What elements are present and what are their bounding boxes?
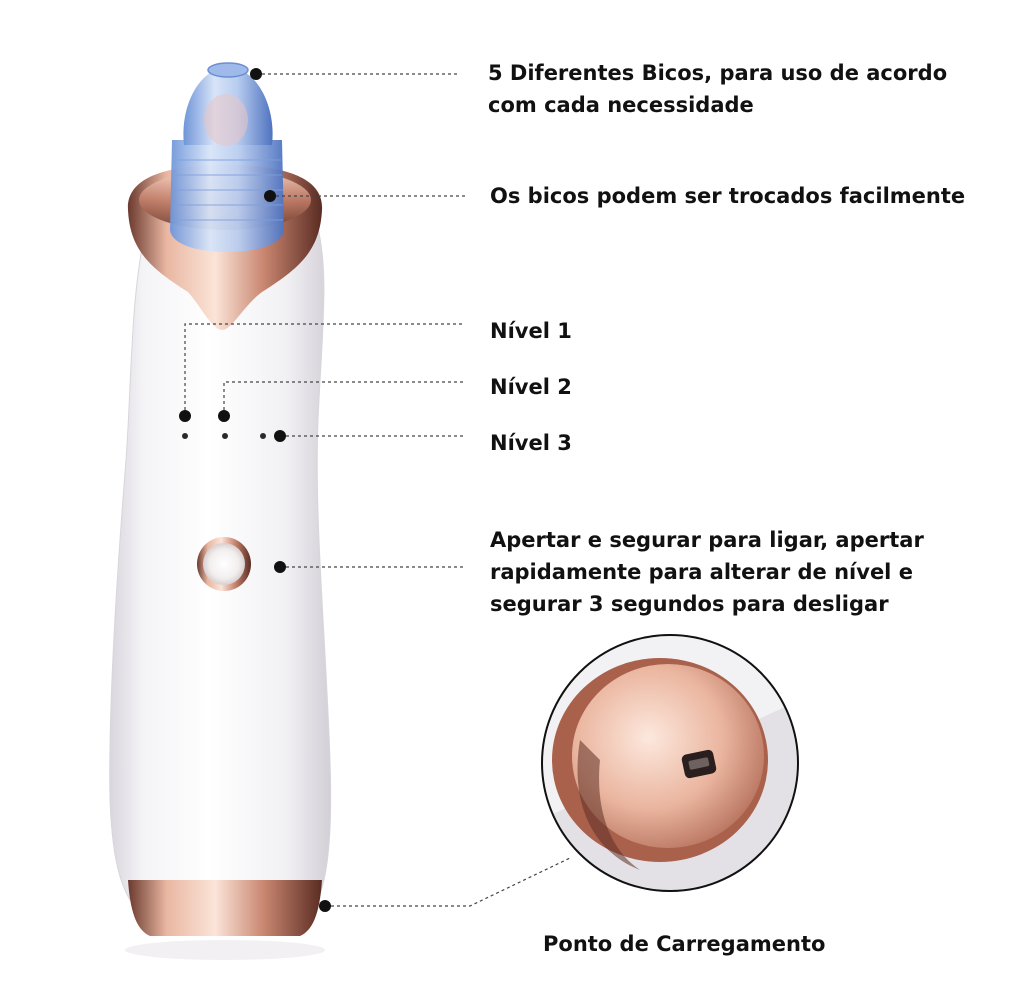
callout-level-3: Nível 3	[490, 431, 572, 455]
charging-closeup-border	[541, 634, 799, 892]
level-2-led	[222, 433, 228, 439]
nozzle-inner	[204, 94, 248, 146]
nozzle-opening	[207, 62, 249, 78]
callout-level-1: Nível 1	[490, 319, 572, 343]
power-button-icon	[197, 537, 251, 591]
callout-dots	[179, 68, 331, 912]
callout-level-2: Nível 2	[490, 375, 572, 399]
nozzle-base	[170, 140, 284, 252]
callout-button: Apertar e segurar para ligar, apertar ra…	[490, 528, 924, 616]
leader-lines	[184, 73, 571, 907]
nozzle-ridges	[172, 159, 283, 221]
micro-usb-port-icon	[681, 749, 717, 779]
charging-caption: Ponto de Carregamento	[543, 932, 826, 956]
level-3-led	[260, 433, 266, 439]
base-shadow	[125, 940, 325, 960]
charging-closeup	[542, 635, 798, 891]
callout-nozzles: 5 Diferentes Bicos, para uso de acordo c…	[488, 61, 948, 117]
callout-swap: Os bicos podem ser trocados facilmente	[490, 184, 966, 208]
bottom-band	[128, 880, 322, 936]
level-1-led	[182, 433, 188, 439]
